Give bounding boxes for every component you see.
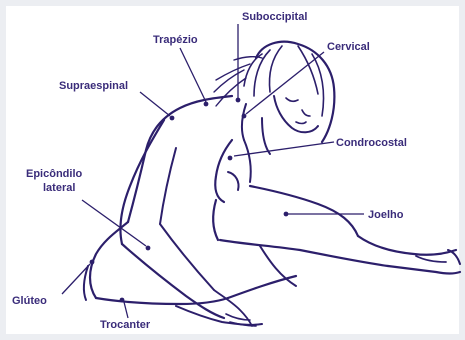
woman-figure-illustration — [84, 42, 460, 326]
label-epicondilo-line2: lateral — [43, 182, 75, 194]
leader-cervical — [246, 52, 324, 114]
tender-point-markers — [90, 98, 289, 303]
point-suboccipital — [236, 98, 241, 103]
leader-gluteo — [62, 264, 90, 294]
label-supraespinal: Supraespinal — [59, 80, 128, 92]
label-epicondilo-line1: Epicôndilo — [26, 168, 83, 180]
point-trapezio — [204, 102, 209, 107]
point-gluteo — [90, 260, 95, 265]
label-gluteo: Glúteo — [12, 295, 47, 307]
point-condrocostal — [228, 156, 233, 161]
leader-supraespinal — [140, 92, 170, 116]
point-supraespinal — [170, 116, 175, 121]
label-joelho: Joelho — [368, 209, 404, 221]
point-joelho — [284, 212, 289, 217]
leader-trapezio — [180, 48, 206, 102]
point-cervical — [242, 114, 247, 119]
labels: Suboccipital Trapézio Cervical Supraespi… — [12, 11, 407, 331]
label-condrocostal: Condrocostal — [336, 137, 407, 149]
leader-condrocostal — [234, 142, 334, 156]
label-trapezio: Trapézio — [153, 34, 198, 46]
label-cervical: Cervical — [327, 41, 370, 53]
point-trocanter — [120, 298, 125, 303]
label-suboccipital: Suboccipital — [242, 11, 307, 23]
point-epicondilo — [146, 246, 151, 251]
label-trocanter: Trocanter — [100, 319, 151, 331]
leader-trocanter — [124, 302, 128, 318]
leader-epicondilo — [82, 200, 146, 246]
